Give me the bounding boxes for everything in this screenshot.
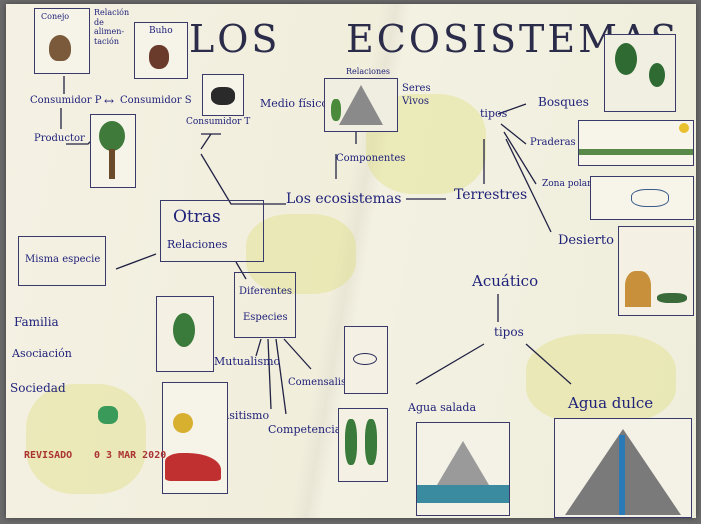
diferentes-label: Diferentes (239, 286, 293, 297)
tree-crown-icon (99, 121, 125, 151)
terrestres-tipos-label: tipos (480, 107, 508, 120)
waves-icon (417, 485, 509, 503)
buho-label: Buho (149, 26, 173, 36)
zona-polar-label: Zona polar (542, 179, 592, 189)
ecosystem-drawing-box (324, 78, 398, 132)
componentes-label: Componentes (336, 153, 406, 164)
desierto-label: Desierto (558, 233, 614, 248)
river-icon (619, 435, 625, 515)
plant-icon (331, 99, 341, 121)
bear-drawing-box (202, 74, 244, 116)
cactus-icon (173, 313, 195, 347)
tree-icon (615, 43, 637, 75)
parasitismo-label: Parasitismo (204, 409, 270, 422)
medio-fisico-label: Medio físico (260, 97, 328, 110)
sun-icon (679, 123, 689, 133)
fresh-water-drawing-box (554, 418, 692, 518)
yellow-wash (26, 384, 146, 494)
consumidor-s-label: Consumidor S (120, 95, 192, 106)
forest-drawing-box (604, 34, 676, 112)
fish-icon (353, 353, 377, 365)
agua-salada-label: Agua salada (408, 401, 477, 414)
dinosaur-icon (625, 271, 651, 307)
yellow-wash (526, 334, 676, 424)
paper-sheet: LOS ECOSISTEMAS Conejo Relación de alime… (6, 4, 696, 518)
consumidor-t-label: Consumidor T (186, 117, 251, 127)
otras-label: Otras (173, 207, 221, 227)
green-sticker-icon (98, 406, 118, 424)
mountain-icon (437, 441, 489, 485)
los-ecosistemas-label: Los ecosistemas (286, 191, 402, 207)
mutualismo-label: Mutualismo (214, 355, 281, 368)
date-stamp: 0 3 MAR 2020 (94, 450, 167, 461)
tree-drawing-box (90, 114, 136, 188)
prairie-drawing-box (578, 120, 694, 166)
acuatico-tipos-label: tipos (494, 325, 524, 339)
parasitism-drawing-box (162, 382, 228, 494)
plant-icon (365, 419, 377, 465)
owl-drawing-box: Buho (134, 22, 188, 79)
agua-dulce-label: Agua dulce (568, 394, 654, 412)
comensalismo-label: Comensalismo (288, 377, 362, 388)
asociacion-label: Asociación (12, 347, 72, 360)
seres-vivos-label: Seres Vivos (402, 83, 431, 107)
relaciones-top-label: Relaciones (346, 67, 390, 76)
sociedad-label: Sociedad (10, 381, 66, 395)
mutualism-drawing-box (156, 296, 214, 372)
misma-especie-box: Misma especie (18, 236, 106, 286)
productor-label: Productor (34, 133, 85, 144)
plant-icon (345, 419, 357, 465)
lizard-icon (657, 293, 687, 303)
connector-lines (60, 76, 572, 415)
competencia-drawing-box (338, 408, 388, 482)
revisado-stamp: REVISADO (24, 450, 73, 461)
ice-icon (631, 189, 669, 207)
owl-icon (149, 45, 169, 69)
mountain-icon (339, 85, 383, 125)
diferentes-especies-box: Diferentes Especies (234, 272, 296, 338)
familia-label: Familia (14, 315, 59, 329)
comensalismo-drawing-box (344, 326, 388, 394)
conejo-label: Conejo (41, 12, 70, 21)
rabbit-icon (49, 35, 71, 61)
especies-label: Especies (243, 312, 288, 323)
title-part1: LOS (189, 17, 281, 61)
bee-icon (173, 413, 193, 433)
bear-icon (211, 87, 235, 105)
rabbit-drawing-box: Conejo (34, 8, 90, 74)
acuatico-label: Acuático (472, 272, 539, 290)
consumidor-p-label: Consumidor P (30, 95, 102, 106)
grass-icon (579, 149, 693, 155)
salt-water-drawing-box (416, 422, 510, 516)
terrestres-label: Terrestres (454, 187, 528, 203)
polar-drawing-box (590, 176, 694, 220)
red-creature-icon (165, 453, 221, 481)
tree-icon (649, 63, 665, 87)
relaciones-label: Relaciones (167, 238, 228, 251)
bosques-label: Bosques (538, 95, 589, 109)
praderas-label: Praderas (530, 137, 576, 148)
misma-especie-label: Misma especie (25, 254, 101, 265)
double-arrow: ↔ (104, 94, 115, 108)
yellow-wash (246, 214, 356, 294)
relacion-label: Relación de alimen- tación (94, 8, 130, 46)
desert-drawing-box (618, 226, 694, 316)
otras-relaciones-box: Otras Relaciones (160, 200, 264, 262)
tree-trunk-icon (109, 149, 115, 179)
competencia-label: Competencia (268, 423, 342, 436)
